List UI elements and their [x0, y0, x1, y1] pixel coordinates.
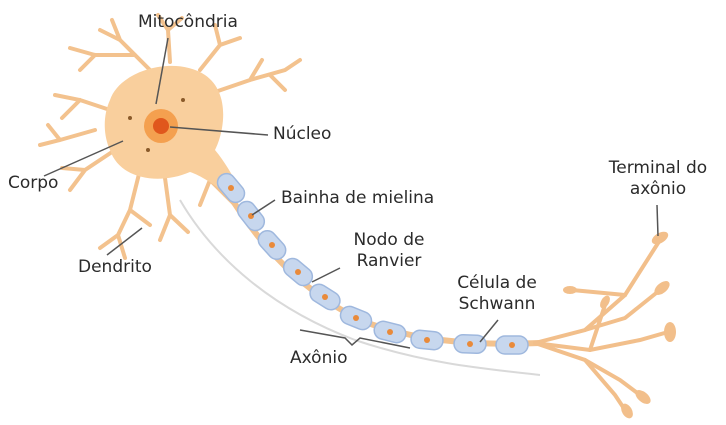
mitochondrion: [128, 116, 132, 120]
label-terminal-line1: Terminal do: [598, 158, 718, 179]
leader-celula: [480, 320, 498, 342]
label-mitocondria: Mitocôndria: [138, 12, 238, 33]
label-nodo-line1: Nodo de: [344, 230, 434, 251]
label-dendrito: Dendrito: [78, 257, 152, 278]
label-celula-line2: Schwann: [447, 294, 547, 315]
label-nodo-line2: Ranvier: [344, 251, 434, 272]
label-terminal-line2: axônio: [598, 179, 718, 200]
label-bainha: Bainha de mielina: [281, 188, 434, 209]
label-nucleo: Núcleo: [273, 124, 331, 145]
mitochondrion: [146, 148, 150, 152]
label-terminal: Terminal do axônio: [598, 158, 718, 200]
leader-terminal: [657, 205, 658, 236]
label-celula-line1: Célula de: [447, 273, 547, 294]
terminal-boutons: [563, 229, 676, 420]
mitochondrion: [181, 98, 185, 102]
label-axonio: Axônio: [290, 348, 347, 369]
label-nodo: Nodo de Ranvier: [344, 230, 434, 272]
axon-terminals: [535, 240, 668, 410]
nucleus-core: [153, 118, 169, 134]
label-corpo: Corpo: [8, 173, 58, 194]
label-celula: Célula de Schwann: [447, 273, 547, 315]
leader-nodo: [312, 268, 340, 282]
